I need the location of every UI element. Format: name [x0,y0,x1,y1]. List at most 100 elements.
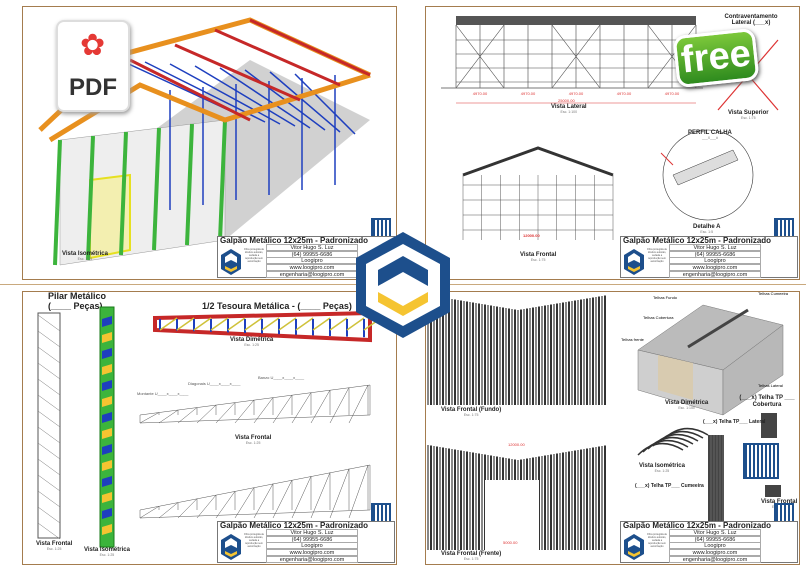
company-logo [221,249,241,275]
pieces-text: (____ Peças) [48,301,103,311]
truss-web [253,483,274,519]
view-title: Vista Isométrica [62,251,108,257]
view-scale: Esc. 1:25 [244,343,259,347]
lattice-piece [102,492,112,503]
view-title: Vista Frontal [761,499,798,505]
diagonals-label: Diagonais U____x____x____ [188,381,241,386]
truss-web [234,487,255,519]
copyright-note: Obra protegida de direitos autorais, ved… [243,533,265,548]
lattice-piece [102,428,112,439]
title-block-title: Galpão Metálico 12x25m - Padronizado [623,521,772,530]
email-link[interactable]: engenharia@loogipro.com [266,556,358,563]
column [119,131,128,256]
truss-title: 1/2 Tesoura Metálica - (____ Peças) [202,301,352,311]
pdf-badge: ✿ PDF [56,20,130,112]
truss-web [196,404,217,424]
view-scale: Esc. 1:75 [463,557,479,561]
lattice-piece [102,348,112,359]
truss-web [291,392,312,424]
company-field: Loogipro [266,542,358,549]
truss-web [291,476,312,519]
lattice [37,378,61,396]
truss-diagonal [210,317,229,331]
view-scale: Esc. 1:75 [463,413,479,417]
truss-web [177,498,198,519]
truss-web [158,502,179,519]
purlin [219,67,311,129]
purlin [194,65,296,127]
lattice [37,522,61,540]
company-field: Loogipro [669,257,761,264]
website-link[interactable]: www.loogipro.com [669,264,761,271]
lattice-piece [102,364,112,375]
truss-web [348,384,369,424]
website-link[interactable]: www.loogipro.com [669,549,761,556]
view-title: Vista Dimétrica [230,337,274,343]
profile-sub: ___X___# [701,136,718,140]
corrugated-tile [637,442,684,456]
lattice-piece [102,332,112,343]
lattice [37,410,61,428]
door-dimension: 5000.00 [503,540,518,545]
truss-outline [139,464,371,519]
column-title: Pilar Metálico(____ Peças) [48,291,106,311]
view-scale: Esc. 1:75 [740,116,756,120]
email-link[interactable]: engenharia@loogipro.com [669,271,761,278]
lattice [37,394,61,412]
dimension: 4970.00 [568,91,584,96]
copyright-note: Obra protegida de direitos autorais, ved… [646,533,668,548]
column [53,139,62,266]
truss-diagonal [278,317,297,331]
lattice-piece [102,444,112,455]
corrugated-tile [657,430,704,444]
company-field: Loogipro [669,542,761,549]
title-block: Galpão Metálico 12x25m - Padronizado Obr… [217,521,395,563]
email-link[interactable]: engenharia@loogipro.com [669,556,761,563]
lattice-piece [102,396,112,407]
x-brace [551,24,601,89]
pdf-label: PDF [69,74,117,101]
copyright-note: Obra protegida de direitos autorais, ved… [646,248,668,263]
lattice-piece [102,380,112,391]
truss-diagonal [261,317,280,331]
truss-web [310,472,331,519]
copyright-note: Obra protegida de direitos autorais, ved… [243,248,265,263]
view-title: Detalhe A [693,224,721,230]
dimension: 4970.00 [664,91,680,96]
view-scale: Esc. 1:100 [560,110,578,114]
corrugated-tile [642,439,689,453]
view-label: Vista Frontal (Fundo)Esc. 1:75 [441,407,501,417]
drawing-frame [22,6,397,280]
truss-diagonal [329,317,348,331]
website-link[interactable]: www.loogipro.com [266,549,358,556]
corrugated-tile [647,436,694,450]
view-title: Vista Frontal (Fundo) [441,407,502,413]
title-block: Galpão Metálico 12x25m - Padronizado Obr… [620,236,798,278]
title-block-title: Galpão Metálico 12x25m - Padronizado [220,521,369,530]
truss-web [139,412,160,424]
side-tile-label: (___x) Telha TP___ Lateral [703,419,766,425]
title-block-title: Galpão Metálico 12x25m - Padronizado [220,236,369,245]
truss-web [215,491,236,519]
front-elevation-drawing [462,129,754,240]
view-scale: Esc. 1:25 [99,553,115,557]
lattice [37,474,61,492]
lattice-piece [102,524,112,535]
drawing-frame [22,291,397,565]
company-logo [221,534,241,560]
truss-diagonal [193,317,212,331]
title-text: Pilar Metálico [48,291,107,301]
post-label: Montante U____x____x____ [137,391,189,396]
view-scale: Esc. 1:75 [530,258,546,262]
lattice [37,330,61,348]
truss-web [158,409,179,424]
truss-web [310,389,331,424]
drawing-frame [425,291,800,565]
truss-web [329,468,350,519]
company-logo [624,534,644,560]
